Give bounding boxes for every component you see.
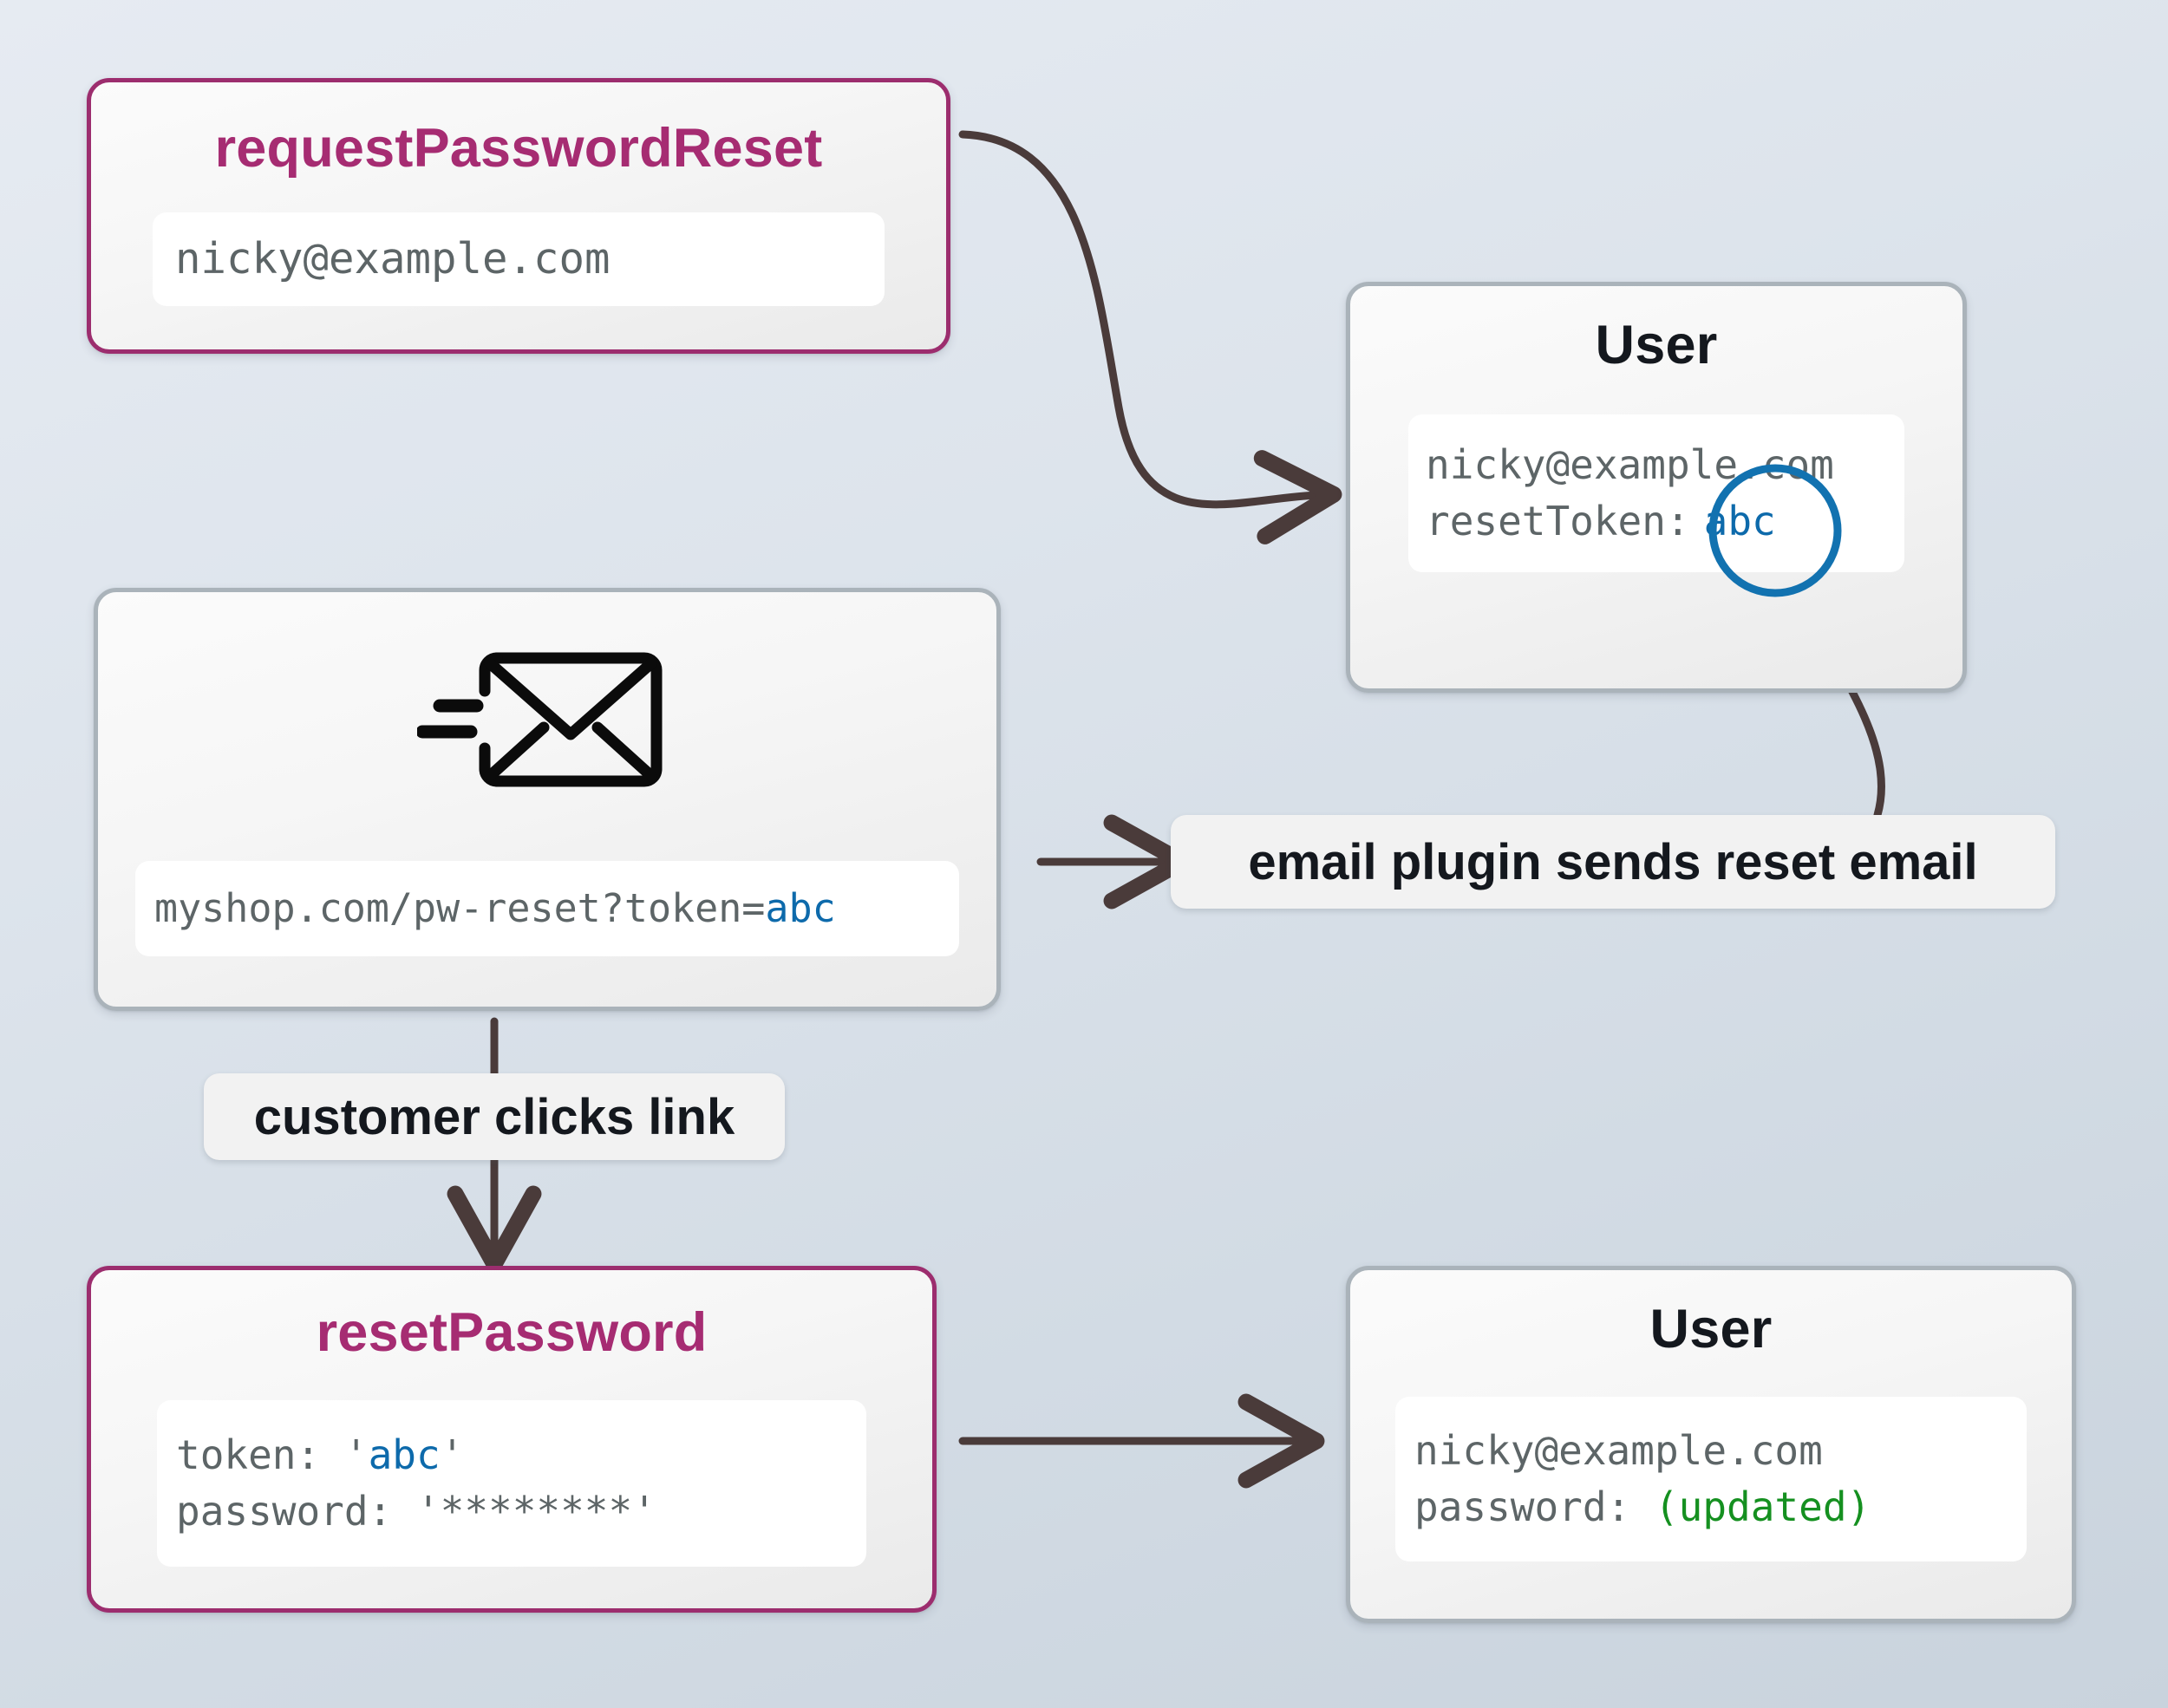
reset-link-prefix: myshop.com/pw-reset?token=: [154, 885, 766, 932]
node-request-password-reset[interactable]: requestPasswordReset nicky@example.com: [87, 78, 950, 354]
node-value-panel: nicky@example.com: [153, 212, 885, 306]
value-password-row: password: (updated): [1414, 1479, 2008, 1535]
node-email-message[interactable]: myshop.com/pw-reset?token=abc: [94, 588, 1001, 1011]
node-value-panel: nicky@example.com password: (updated): [1395, 1397, 2027, 1561]
node-reset-password[interactable]: resetPassword token: 'abc' password: '**…: [87, 1266, 937, 1613]
node-title: requestPasswordReset: [214, 118, 823, 179]
node-title: User: [1649, 1299, 1773, 1359]
token-label: token: ': [176, 1431, 369, 1478]
edge-label-text: customer clicks link: [253, 1088, 735, 1145]
value-password: password: '********': [176, 1488, 656, 1535]
edge-label-email-plugin: email plugin sends reset email: [1171, 815, 2055, 909]
node-title: User: [1595, 315, 1718, 375]
password-label: password:: [1414, 1483, 1655, 1530]
token-value: abc: [368, 1431, 441, 1478]
node-user-bottom[interactable]: User nicky@example.com password: (update…: [1346, 1266, 2076, 1623]
value-token-row: token: 'abc': [176, 1427, 847, 1483]
edge-label-text: email plugin sends reset email: [1248, 833, 1978, 890]
reset-token-value: abc: [1703, 498, 1776, 544]
reset-token-label: resetToken:: [1426, 498, 1690, 544]
value-email: nicky@example.com: [175, 234, 611, 284]
edge-label-customer-clicks: customer clicks link: [204, 1073, 785, 1160]
value-reset-link: myshop.com/pw-reset?token=abc: [154, 881, 940, 936]
node-value-panel: token: 'abc' password: '********': [157, 1400, 866, 1567]
edge-request-to-user: [958, 130, 1342, 544]
node-value-panel: myshop.com/pw-reset?token=abc: [135, 861, 959, 956]
node-value-panel: nicky@example.com resetToken: abc: [1408, 414, 1904, 572]
reset-link-token: abc: [765, 885, 836, 932]
node-user-top[interactable]: User nicky@example.com resetToken: abc: [1346, 282, 1967, 693]
envelope-send-icon: [415, 637, 677, 802]
node-title: resetPassword: [316, 1302, 708, 1363]
value-reset-token-row: resetToken: abc: [1426, 493, 1887, 550]
password-value: (updated): [1654, 1483, 1871, 1530]
value-email: nicky@example.com: [1426, 440, 1834, 488]
value-email: nicky@example.com: [1414, 1426, 1823, 1474]
token-suffix: ': [440, 1431, 465, 1478]
